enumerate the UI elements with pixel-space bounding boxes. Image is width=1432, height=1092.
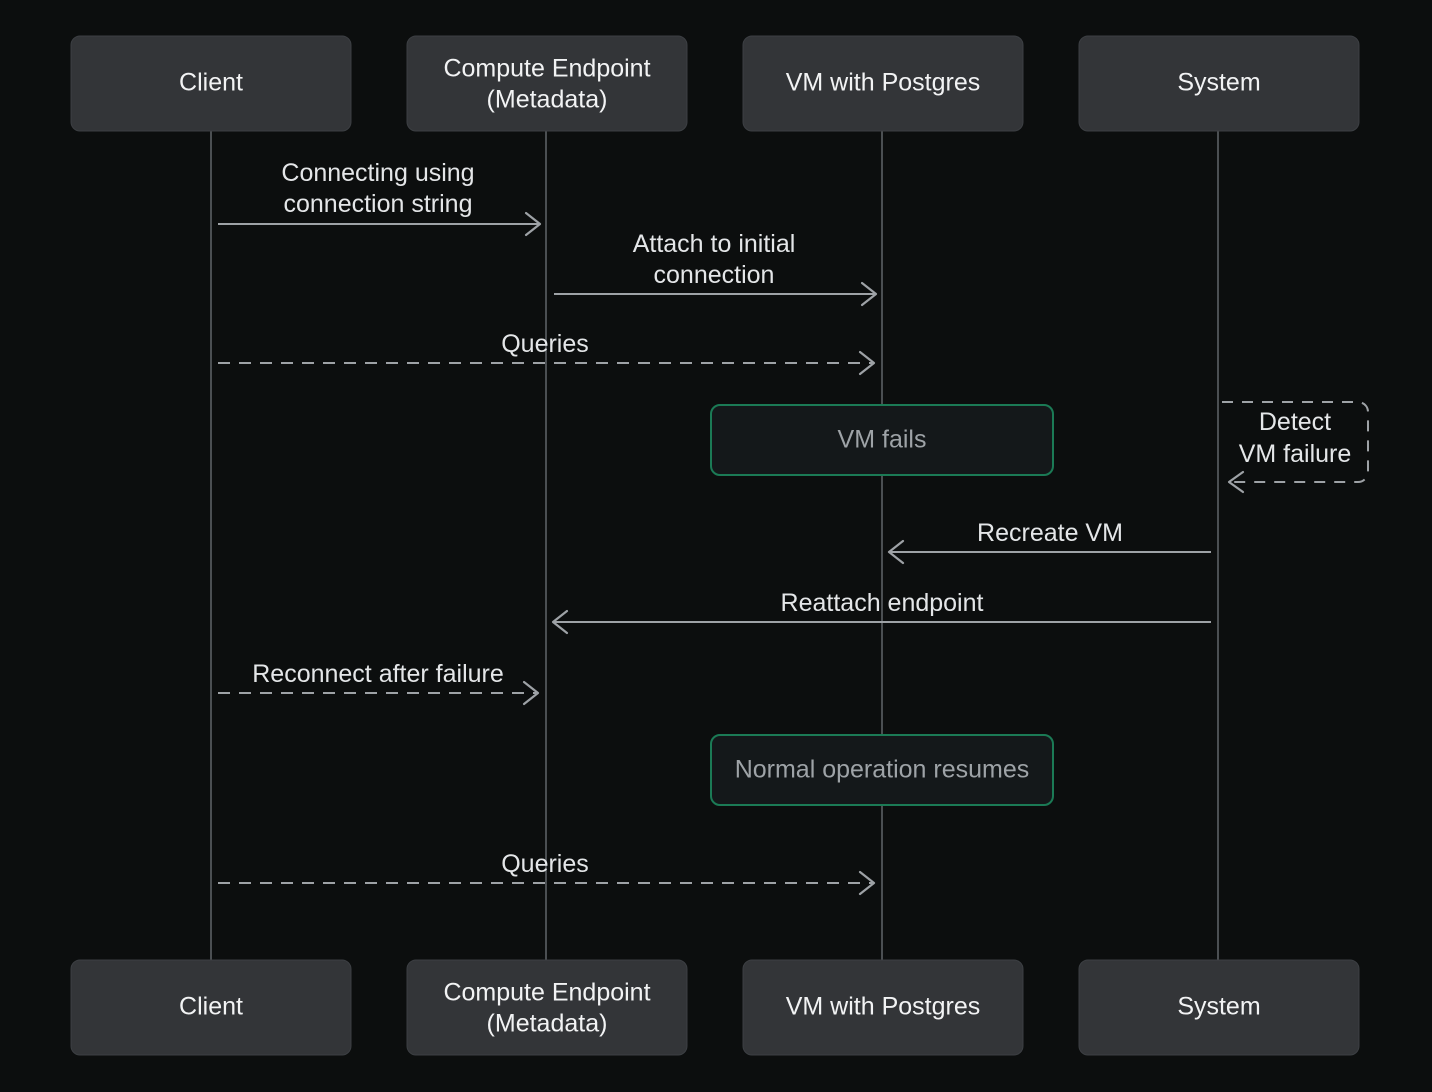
message-3-label: Queries — [501, 330, 589, 358]
message-queries-second: Queries — [218, 850, 876, 896]
actor-header-system-label: System — [1177, 69, 1260, 97]
message-4-arrowhead — [1227, 470, 1245, 494]
actor-footer-compute-box[interactable] — [406, 959, 688, 1056]
message-4-label-line1: Detect — [1259, 408, 1331, 436]
actor-footer-compute[interactable]: Compute Endpoint (Metadata) — [406, 959, 688, 1056]
message-2-arrowhead — [860, 281, 878, 307]
message-8-arrowhead — [858, 870, 876, 896]
actor-header-client-label: Client — [179, 69, 243, 97]
actor-footer-compute-label-line2: (Metadata) — [487, 1010, 608, 1038]
message-reattach-endpoint: Reattach endpoint — [551, 589, 1211, 635]
actor-footer-client-label: Client — [179, 993, 243, 1021]
actor-header-system-box[interactable] — [1078, 35, 1360, 132]
actor-footer-system-box[interactable] — [1078, 959, 1360, 1056]
actor-header-compute-label-line1: Compute Endpoint — [443, 55, 650, 83]
actor-footer-client[interactable]: Client — [70, 959, 352, 1056]
lifelines-group — [210, 131, 1219, 960]
actor-footer-system[interactable]: System — [1078, 959, 1360, 1056]
message-7-label: Reconnect after failure — [252, 660, 504, 688]
message-connecting-using-connection-string: Connecting using connection string — [218, 159, 542, 237]
message-8-label: Queries — [501, 850, 589, 878]
actor-header-vm[interactable]: VM with Postgres — [742, 35, 1024, 132]
note-vm-fails-label: VM fails — [838, 426, 927, 454]
message-1-label-line1: Connecting using — [281, 159, 474, 187]
actor-footer-vm-box[interactable] — [742, 959, 1024, 1056]
note-normal-operation-box — [710, 734, 1054, 806]
actor-header-system[interactable]: System — [1078, 35, 1360, 132]
header-actors-group: Client Compute Endpoint (Metadata) VM wi… — [70, 35, 1360, 132]
footer-actors-group: Client Compute Endpoint (Metadata) VM wi… — [70, 959, 1360, 1056]
message-1-arrowhead — [524, 211, 542, 237]
message-detect-vm-failure-selfloop: Detect VM failure — [1222, 401, 1369, 494]
message-3-arrowhead — [858, 350, 876, 376]
note-normal-operation-label: Normal operation resumes — [735, 756, 1030, 784]
actor-header-vm-box[interactable] — [742, 35, 1024, 132]
actor-footer-compute-label-line1: Compute Endpoint — [443, 979, 650, 1007]
message-recreate-vm: Recreate VM — [887, 519, 1211, 565]
actor-header-vm-label: VM with Postgres — [786, 69, 981, 97]
message-2-label-line2: connection — [654, 261, 775, 289]
message-6-label: Reattach endpoint — [781, 589, 984, 617]
actor-footer-vm[interactable]: VM with Postgres — [742, 959, 1024, 1056]
note-vm-fails-box — [710, 404, 1054, 476]
message-5-arrowhead — [887, 539, 905, 565]
message-2-label-line1: Attach to initial — [633, 230, 796, 258]
actor-header-compute-box[interactable] — [406, 35, 688, 132]
message-4-label-line2: VM failure — [1239, 440, 1352, 468]
actor-header-compute[interactable]: Compute Endpoint (Metadata) — [406, 35, 688, 132]
actor-footer-vm-label: VM with Postgres — [786, 993, 981, 1021]
actor-header-client[interactable]: Client — [70, 35, 352, 132]
note-vm-fails: VM fails — [710, 404, 1054, 476]
note-normal-operation-resumes: Normal operation resumes — [710, 734, 1054, 806]
message-attach-to-initial-connection: Attach to initial connection — [554, 230, 878, 307]
actor-header-compute-label-line2: (Metadata) — [487, 86, 608, 114]
actor-footer-system-label: System — [1177, 993, 1260, 1021]
message-queries-first: Queries — [218, 330, 876, 376]
message-reconnect-after-failure: Reconnect after failure — [218, 660, 540, 706]
message-4-selfloop-line — [1222, 401, 1369, 483]
message-1-label-line2: connection string — [283, 190, 472, 218]
actor-footer-client-box[interactable] — [70, 959, 352, 1056]
actor-header-client-box[interactable] — [70, 35, 352, 132]
message-5-label: Recreate VM — [977, 519, 1123, 547]
message-6-arrowhead — [551, 609, 569, 635]
message-7-arrowhead — [522, 680, 540, 706]
